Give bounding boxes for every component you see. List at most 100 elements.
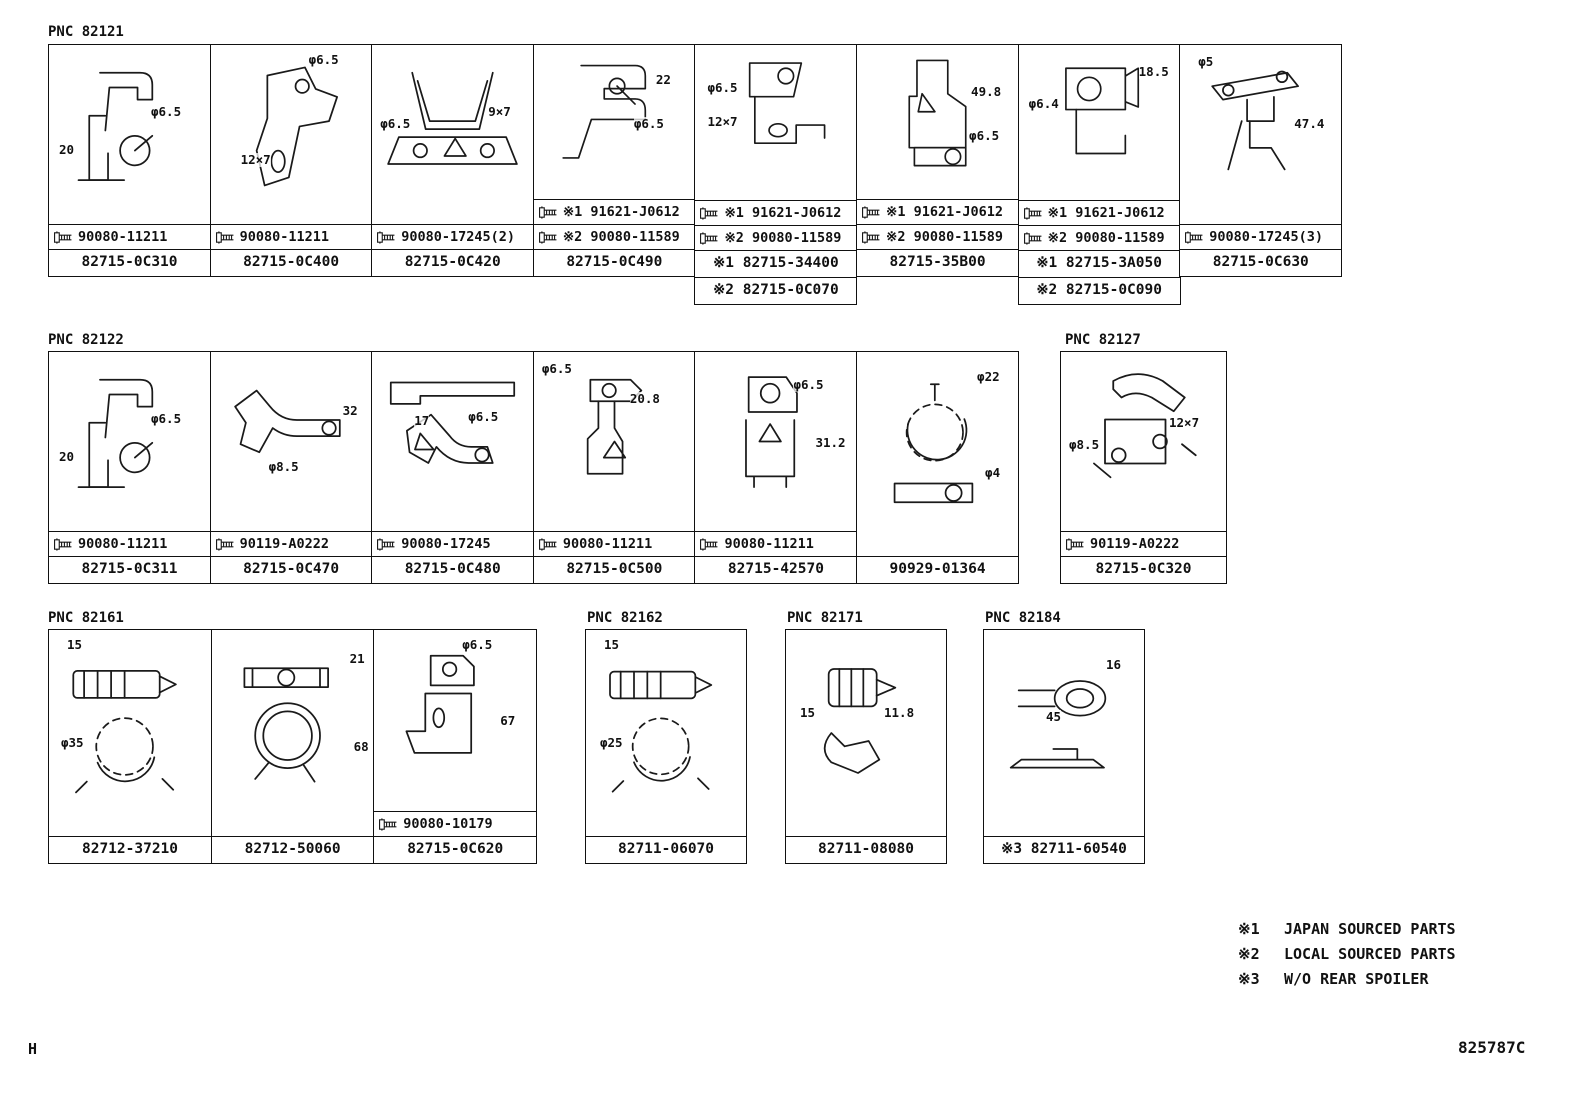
part-cell: 20 φ6.5 90080-11211 82715-0C310 — [48, 44, 211, 277]
dimension-label: φ6.5 — [633, 116, 664, 131]
legend-text: W/O REAR SPOILER — [1284, 969, 1429, 988]
legend-row: ※1 JAPAN SOURCED PARTS — [1238, 916, 1456, 941]
fastener-row: 90119-A0222 — [210, 531, 372, 556]
legend-text: JAPAN SOURCED PARTS — [1284, 919, 1456, 938]
bracket-sketch — [211, 45, 372, 224]
dimension-label: φ6.5 — [308, 52, 339, 67]
pnc-label-82121: PNC 82121 — [48, 24, 124, 40]
page-corner-letter: H — [28, 1040, 38, 1058]
dimension-label: 47.4 — [1294, 116, 1325, 131]
pnc-label-82162: PNC 82162 — [587, 610, 663, 626]
bracket-sketch — [372, 45, 533, 224]
part-number: 82715-0C400 — [210, 249, 372, 276]
dimension-label: 9×7 — [488, 104, 511, 119]
page-code: 825787C — [1458, 1038, 1526, 1057]
part-number: ※3 82711-60540 — [984, 836, 1144, 863]
dimension-label: φ6.5 — [151, 104, 182, 119]
fastener-row: ※1 91621-J0612 — [857, 199, 1019, 224]
part-cell: φ6.5 12×7 90080-11211 82715-0C400 — [209, 44, 373, 277]
bolt-icon — [1183, 230, 1205, 245]
part-drawing: 22 φ6.5 — [534, 45, 695, 199]
bracket-sketch — [1180, 45, 1341, 224]
bolt-icon — [698, 206, 720, 221]
fastener-row: 90080-10179 — [374, 811, 537, 836]
pnc-label-82127: PNC 82127 — [1065, 332, 1141, 348]
part-drawing: 20 φ6.5 — [49, 45, 210, 224]
fastener-number: ※1 91621-J0612 — [562, 204, 680, 220]
bolt-icon — [52, 537, 74, 552]
part-number: 82712-37210 — [49, 836, 211, 863]
fastener-number: ※2 90080-11589 — [1047, 230, 1165, 246]
part-number: 90929-01364 — [857, 556, 1019, 583]
fastener-row: ※1 91621-J0612 — [533, 199, 695, 224]
part-number: 82715-0C311 — [49, 556, 210, 583]
fastener-row: ※2 90080-11589 — [533, 224, 695, 249]
part-drawing: φ6.5 67 — [374, 630, 536, 811]
fastener-number: ※2 90080-11589 — [562, 229, 680, 245]
dimension-label: 20 — [59, 449, 75, 464]
fastener-number: 90080-11211 — [562, 536, 653, 552]
dimension-label: φ6.5 — [793, 377, 824, 392]
part-number: 82712-50060 — [211, 836, 374, 863]
fastener-number: ※2 90080-11589 — [724, 230, 842, 246]
dimension-label: φ6.5 — [380, 116, 411, 131]
bolt-icon — [214, 537, 236, 552]
legend-row: ※2 LOCAL SOURCED PARTS — [1238, 941, 1456, 966]
part-drawing: 15 φ35 — [49, 630, 211, 836]
pnc-label-82122: PNC 82122 — [48, 332, 124, 348]
part-cell: 16 45 ※3 82711-60540 — [983, 629, 1145, 864]
part-cell: 17 φ6.5 90080-17245 82715-0C480 — [371, 351, 535, 584]
legend: ※1 JAPAN SOURCED PARTS ※2 LOCAL SOURCED … — [1238, 916, 1456, 991]
fastener-number: 90080-11211 — [78, 536, 168, 552]
part-number: ※1 82715-3A050 — [1018, 250, 1180, 277]
dimension-label: 12×7 — [240, 152, 271, 167]
bolt-icon — [52, 230, 74, 245]
fastener-number: 90080-11211 — [78, 229, 168, 245]
bracket-sketch — [49, 352, 210, 531]
part-number: 82715-0C620 — [374, 836, 537, 863]
part-cell: φ5 47.4 90080-17245(3) 82715-0C630 — [1179, 44, 1343, 277]
dimension-label: 20.8 — [629, 391, 660, 406]
part-cell: 15 11.8 82711-08080 — [785, 629, 947, 864]
dimension-label: 18.5 — [1138, 64, 1169, 79]
fastener-number: 90080-17245(2) — [401, 229, 516, 245]
dimension-label: 16 — [1106, 657, 1122, 672]
part-number: 82715-0C420 — [372, 249, 534, 276]
part-cell: 21 68 82712-50060 — [210, 629, 375, 864]
part-drawing: 32 φ8.5 — [211, 352, 372, 531]
part-number: 82715-0C310 — [49, 249, 210, 276]
fastener-number: 90080-10179 — [403, 816, 493, 832]
dimension-label: φ6.5 — [707, 80, 738, 95]
part-cell: φ6.5 20.8 90080-11211 82715-0C500 — [532, 351, 696, 584]
bracket-sketch — [211, 352, 372, 531]
fastener-row: 90080-11211 — [49, 531, 210, 556]
part-cell: φ6.5 31.2 90080-11211 82715-42570 — [694, 351, 858, 584]
fastener-number: 90119-A0222 — [239, 536, 330, 552]
part-number: 82715-0C490 — [533, 249, 695, 276]
fastener-row: 90080-17245(3) — [1180, 224, 1342, 249]
dimension-label: φ6.5 — [462, 637, 493, 652]
dimension-label: φ6.5 — [151, 411, 182, 426]
dimension-label: φ35 — [61, 735, 84, 750]
dimension-label: φ6.5 — [969, 128, 1000, 143]
part-cell: φ6.5 12×7 ※1 91621-J0612 ※2 90080-11589 … — [694, 44, 858, 305]
fastener-row: 90080-11211 — [49, 224, 210, 249]
fastener-row: 90080-17245(2) — [372, 224, 534, 249]
dimension-label: φ25 — [600, 735, 623, 750]
parts-table-82121: 20 φ6.5 90080-11211 82715-0C310 φ6.5 12×… — [48, 44, 1343, 305]
dimension-label: 21 — [349, 651, 365, 666]
fastener-number: 90080-11211 — [239, 229, 330, 245]
fastener-number: 90119-A0222 — [1090, 536, 1180, 552]
dimension-label: φ8.5 — [1069, 437, 1100, 452]
part-drawing: φ8.5 12×7 — [1061, 352, 1226, 531]
dimension-label: 45 — [1046, 709, 1062, 724]
part-cell: 32 φ8.5 90119-A0222 82715-0C470 — [209, 351, 373, 584]
dimension-label: 67 — [500, 713, 516, 728]
dimension-label: 12×7 — [1169, 415, 1200, 430]
fastener-row: 90080-11211 — [533, 531, 695, 556]
fastener-row: ※2 90080-11589 — [1018, 225, 1180, 250]
parts-table-82122: 20 φ6.5 90080-11211 82715-0C311 32 φ8.5 … — [48, 351, 1020, 584]
dimension-label: φ6.5 — [541, 361, 572, 376]
fastener-number: 90080-11211 — [724, 536, 814, 552]
legend-symbol: ※2 — [1238, 944, 1260, 963]
